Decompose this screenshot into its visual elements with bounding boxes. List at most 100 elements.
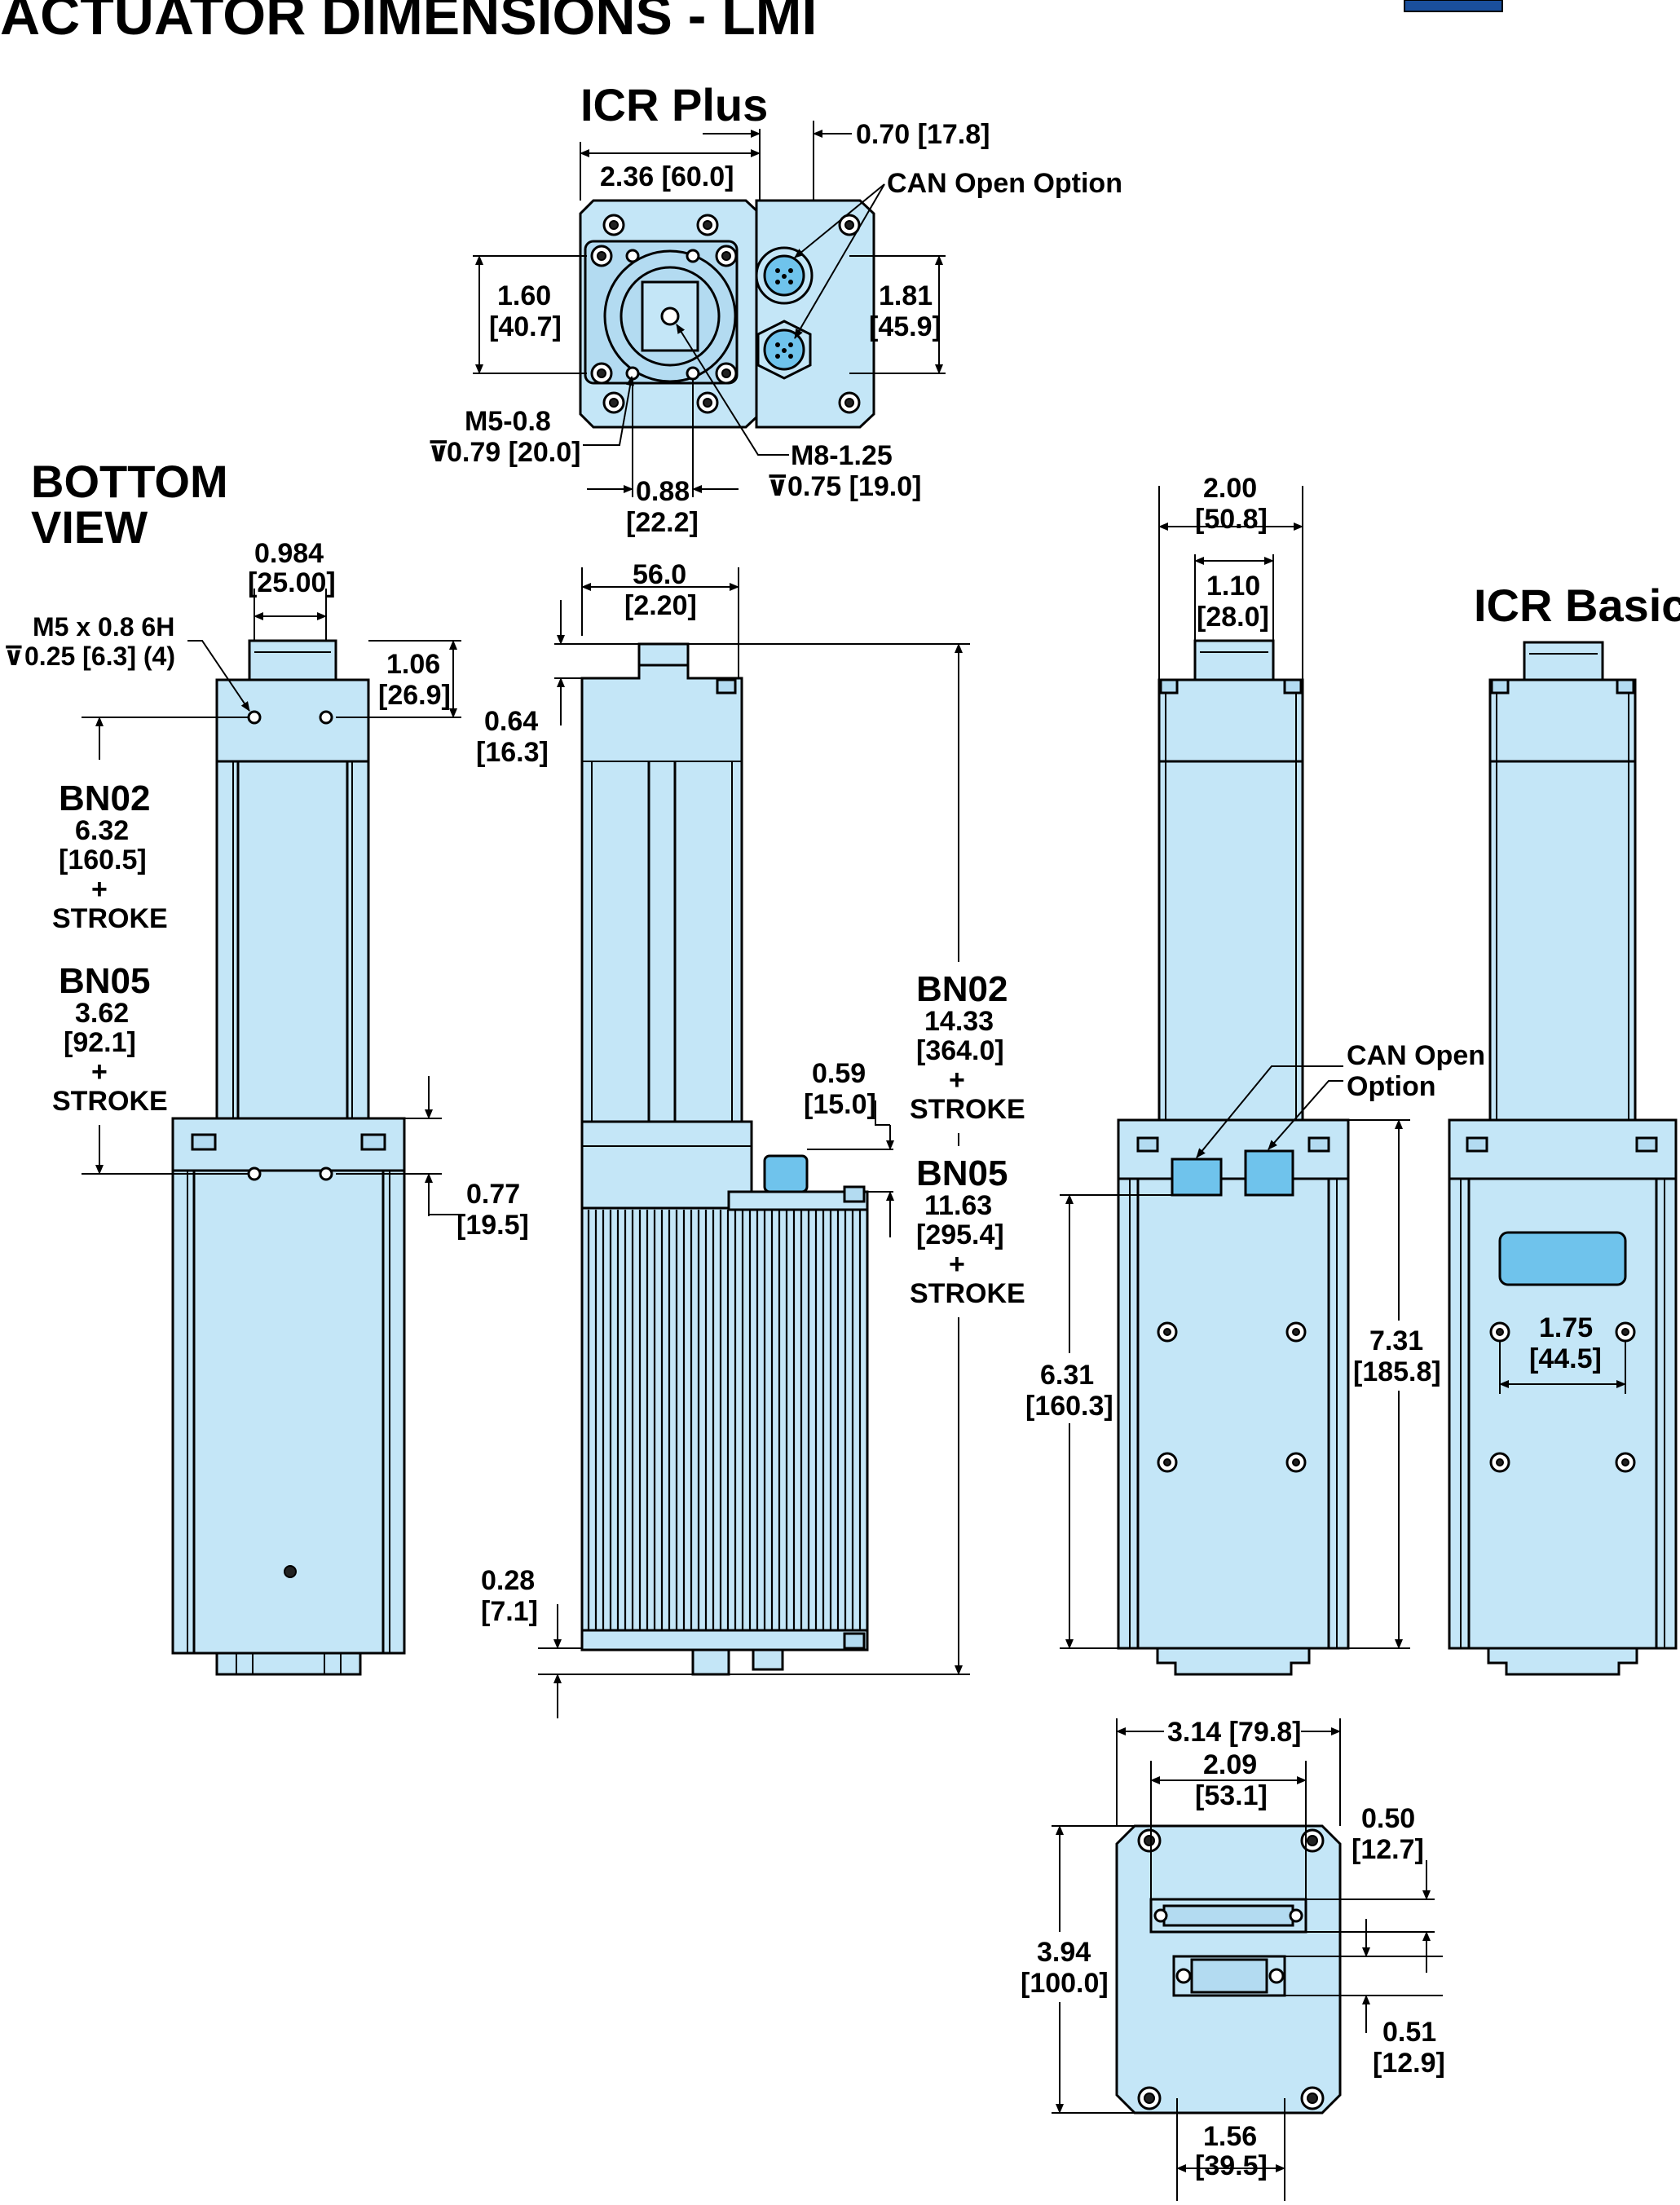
icr-plus-width-dim: 2.36 [60.0] xyxy=(600,161,734,192)
front-plus-can-connector-2 xyxy=(1244,1149,1294,1197)
front-plus-inner-dim-a: 1.10 xyxy=(1206,571,1260,602)
icr-plus-m5-depth: 0.79 [20.0] xyxy=(447,437,580,468)
end-view-slot-offset-dim-a: 0.51 xyxy=(1382,2017,1436,2048)
bottom-bn05-line2: [92.1] xyxy=(64,1027,136,1058)
end-view-inner-dim-b: [53.1] xyxy=(1195,1780,1268,1811)
end-view-height-dim-a: 3.94 xyxy=(1037,1937,1091,1968)
bottom-bn02-line2: [160.5] xyxy=(59,845,147,875)
side-mount-block xyxy=(580,1120,753,1210)
side-top-width-dim-b: [2.20] xyxy=(624,590,697,621)
icr-plus-m8-depth: 0.75 [19.0] xyxy=(787,471,921,502)
icr-basic-bolts xyxy=(1489,1321,1636,1473)
front-plus-tube-top xyxy=(1157,678,1304,763)
side-rod-end xyxy=(637,642,690,667)
side-bottom-dim-a: 0.28 xyxy=(481,1565,535,1596)
icr-plus-m5-tap: M5-0.8 xyxy=(465,406,551,437)
depth-symbol-icon: ⊽ xyxy=(3,642,24,671)
front-plus-can-connector-1 xyxy=(1171,1158,1223,1197)
bottom-tap-depth: 0.25 [6.3] (4) xyxy=(24,642,175,671)
icr-plus-bore-inner xyxy=(620,266,721,367)
icr-plus-connector-offset-dim: 0.70 [17.8] xyxy=(856,119,990,150)
side-bn02-line2: [364.0] xyxy=(916,1035,1004,1066)
side-bottom-dim-b: [7.1] xyxy=(481,1596,538,1627)
side-bn05-line2: [295.4] xyxy=(916,1219,1004,1250)
side-bn02-line3: + xyxy=(949,1065,965,1096)
bottom-bn02-line1: 6.32 xyxy=(75,815,129,846)
bottom-slot-dim-a: 0.984 xyxy=(254,538,324,569)
bottom-motor-housing xyxy=(171,1169,406,1655)
front-plus-can-label-b: Option xyxy=(1347,1071,1436,1102)
bottom-bn02-line3: + xyxy=(91,874,108,905)
depth-symbol-icon: ⊽ xyxy=(766,471,789,502)
end-view-top-offset-dim-b: [12.7] xyxy=(1351,1834,1424,1865)
front-plus-inner-dim-b: [28.0] xyxy=(1197,602,1269,633)
front-plus-tube xyxy=(1157,760,1304,1122)
side-bn05-line3: + xyxy=(949,1249,965,1280)
bottom-view-title-line2: VIEW xyxy=(31,501,148,553)
end-view: 3.14 [79.8] 2.09 [53.1] 0.50 [12.7] 3.94… xyxy=(1021,1717,1445,2201)
depth-symbol-icon: ⊽ xyxy=(427,437,450,468)
end-view-outer-dim: 3.14 [79.8] xyxy=(1167,1717,1301,1748)
bottom-bn02-label: BN02 xyxy=(59,778,151,818)
brand-logo xyxy=(1404,0,1503,12)
icr-plus-connector-block xyxy=(755,199,875,429)
icr-plus-bolts xyxy=(590,214,861,414)
end-view-top-offset-dim-a: 0.50 xyxy=(1361,1803,1415,1834)
end-view-slot-offset-dim-b: [12.9] xyxy=(1373,2048,1445,2079)
icr-basic-rod-end xyxy=(1523,641,1604,681)
icr-plus-bolt-spacing-dim-b: [22.2] xyxy=(626,507,699,538)
front-plus-motor-housing xyxy=(1117,1177,1350,1650)
front-plus-bolts xyxy=(1157,1321,1307,1473)
icr-plus-can-connectors xyxy=(755,246,814,380)
bottom-bn05-label: BN05 xyxy=(59,961,151,1001)
front-plus-can-label-a: CAN Open xyxy=(1347,1040,1485,1071)
bottom-tube xyxy=(215,760,370,1120)
side-bn05-line1: 11.63 xyxy=(924,1190,992,1221)
icr-plus-can-label: CAN Open Option xyxy=(887,168,1122,199)
front-plus-total-height-dim-b: [185.8] xyxy=(1353,1356,1441,1387)
side-bn02-label: BN02 xyxy=(916,969,1008,1009)
front-plus-rod-end xyxy=(1193,639,1275,681)
side-tube xyxy=(580,664,743,1123)
icr-basic-holes-dim-b: [44.5] xyxy=(1529,1343,1602,1374)
side-bn05-line4: STROKE xyxy=(910,1278,1025,1309)
bottom-bn05-line1: 3.62 xyxy=(75,998,129,1029)
front-plus-motor-height-dim-b: [160.3] xyxy=(1025,1391,1113,1422)
icr-plus-center-hole xyxy=(660,306,680,326)
bottom-bn05-line3: + xyxy=(91,1056,108,1087)
front-plus-outer-dim-b: [50.8] xyxy=(1195,504,1268,535)
bottom-lower-hole-dim-a: 0.77 xyxy=(466,1179,520,1210)
end-view-bottom-dim-b: [39.5] xyxy=(1195,2150,1268,2181)
icr-basic-tube-top xyxy=(1488,678,1637,763)
icr-basic-label-plate xyxy=(1498,1231,1627,1286)
icr-plus-view: ICR Plus xyxy=(427,79,1122,538)
bottom-bn02-line4: STROKE xyxy=(52,903,168,934)
icr-plus-bolt-spacing-dim-a: 0.88 xyxy=(636,476,690,507)
side-rod-step-dim-a: 0.64 xyxy=(484,706,538,737)
end-view-inner-dim-a: 2.09 xyxy=(1203,1749,1257,1780)
bottom-view-holes xyxy=(247,710,333,1578)
side-connector-dim-a: 0.59 xyxy=(812,1058,866,1089)
side-rod-step-dim-b: [16.3] xyxy=(476,737,549,768)
end-view-height-dim-b: [100.0] xyxy=(1021,1968,1109,1999)
icr-basic-title: ICR Basic xyxy=(1474,580,1680,631)
bottom-tap-spec: M5 x 0.8 6H xyxy=(33,612,174,642)
front-plus-outer-dim-a: 2.00 xyxy=(1203,473,1257,504)
icr-plus-m8-tap: M8-1.25 xyxy=(791,440,893,471)
bottom-view-title-line1: BOTTOM xyxy=(31,456,228,507)
bottom-tube-top xyxy=(215,678,370,763)
page-title: ACTUATOR DIMENSIONS - LMI xyxy=(0,0,817,46)
bottom-hole-offset-dim-a: 1.06 xyxy=(386,649,440,680)
front-plus-view: 2.00 [50.8] 1.10 [28.0] CAN Open Option … xyxy=(1024,473,1485,1676)
side-motor-fins xyxy=(587,1210,862,1630)
side-view: 56.0 [2.20] 0.64 [16.3] BN02 14.33 [364.… xyxy=(476,559,1025,1718)
side-bn02-line4: STROKE xyxy=(910,1094,1025,1125)
side-top-width-dim-a: 56.0 xyxy=(633,559,686,590)
icr-plus-right-height-dim-a: 1.81 xyxy=(879,280,933,311)
bottom-hole-offset-dim-b: [26.9] xyxy=(378,680,451,711)
side-bn05-label: BN05 xyxy=(916,1153,1008,1193)
bottom-slot-dim-b: [25.00] xyxy=(248,567,336,598)
icr-plus-left-height-dim-b: [40.7] xyxy=(489,311,562,342)
bottom-view: BOTTOM VIEW 0.984 [25.00] xyxy=(3,456,529,1676)
